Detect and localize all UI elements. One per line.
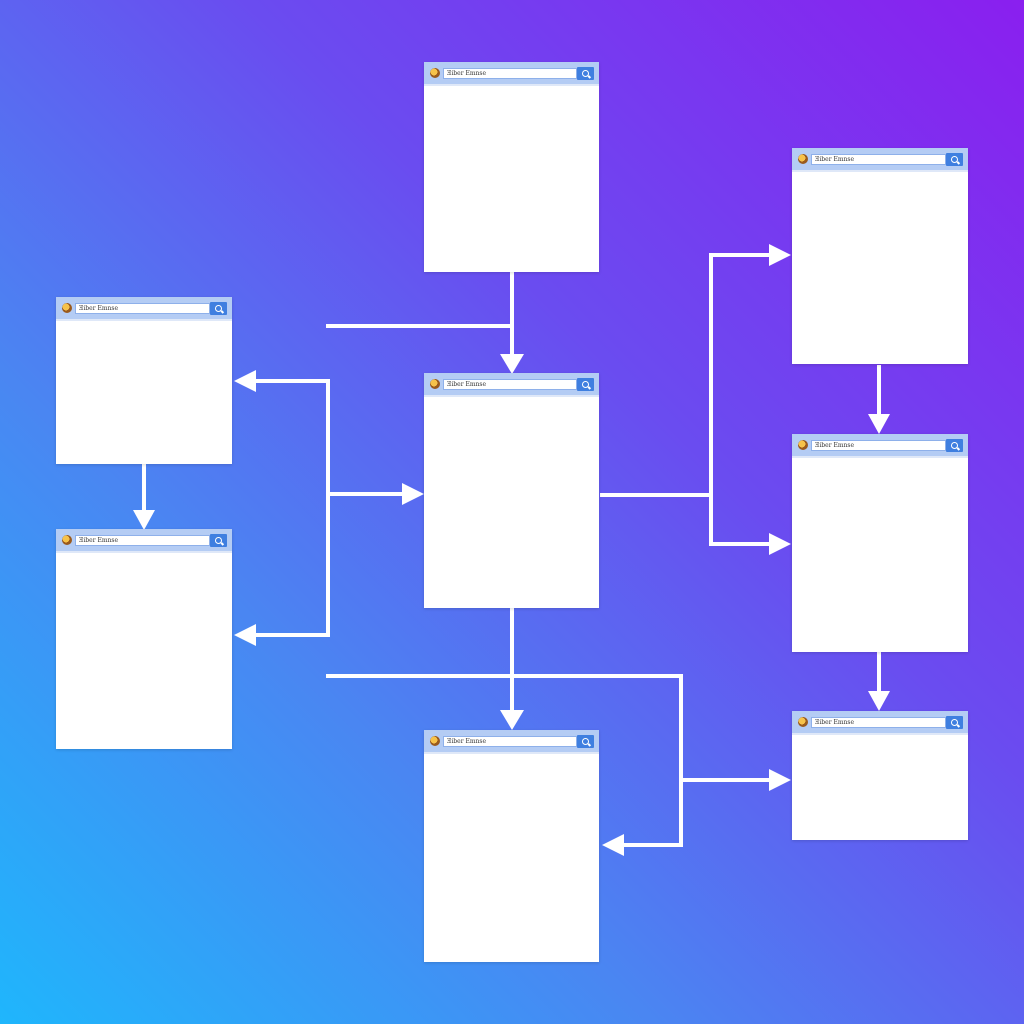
bird-favicon-icon bbox=[430, 736, 440, 746]
window-header: Ǝiber Emnse bbox=[56, 529, 232, 553]
window-header: Ǝiber Emnse bbox=[792, 711, 968, 735]
browser-window-right-bottom[interactable]: Ǝiber Emnse bbox=[792, 711, 968, 840]
search-input[interactable]: Ǝiber Emnse bbox=[811, 440, 946, 451]
browser-window-right-top[interactable]: Ǝiber Emnse bbox=[792, 148, 968, 364]
search-icon[interactable] bbox=[577, 378, 594, 391]
connector-lower-loop bbox=[326, 674, 683, 847]
search-icon[interactable] bbox=[210, 302, 227, 315]
window-header: Ǝiber Emnse bbox=[424, 62, 599, 86]
search-icon[interactable] bbox=[577, 735, 594, 748]
search-input[interactable]: Ǝiber Emnse bbox=[443, 736, 577, 747]
bird-favicon-icon bbox=[62, 535, 72, 545]
search-input[interactable]: Ǝiber Emnse bbox=[443, 68, 577, 79]
bird-favicon-icon bbox=[798, 154, 808, 164]
browser-window-right-middle[interactable]: Ǝiber Emnse bbox=[792, 434, 968, 652]
search-icon[interactable] bbox=[946, 153, 963, 166]
connector-center-to-right bbox=[600, 253, 772, 497]
bird-favicon-icon bbox=[430, 68, 440, 78]
search-input[interactable]: Ǝiber Emnse bbox=[811, 717, 946, 728]
search-icon[interactable] bbox=[946, 439, 963, 452]
arrowhead-icon bbox=[769, 769, 791, 791]
arrowhead-icon bbox=[769, 533, 791, 555]
arrowhead-icon bbox=[769, 244, 791, 266]
browser-window-left-upper[interactable]: Ǝiber Emnse bbox=[56, 297, 232, 464]
arrowhead-icon bbox=[500, 354, 524, 374]
arrowhead-icon bbox=[234, 370, 256, 392]
browser-window-left-lower[interactable]: Ǝiber Emnse bbox=[56, 529, 232, 749]
bird-favicon-icon bbox=[798, 440, 808, 450]
window-header: Ǝiber Emnse bbox=[424, 373, 599, 397]
window-header: Ǝiber Emnse bbox=[56, 297, 232, 321]
arrowhead-icon bbox=[868, 691, 890, 711]
arrowhead-icon bbox=[602, 834, 624, 856]
window-header: Ǝiber Emnse bbox=[792, 148, 968, 172]
connector-left-bus bbox=[254, 379, 330, 637]
search-icon[interactable] bbox=[946, 716, 963, 729]
search-input[interactable]: Ǝiber Emnse bbox=[75, 303, 210, 314]
arrowhead-icon bbox=[402, 483, 424, 505]
search-input[interactable]: Ǝiber Emnse bbox=[811, 154, 946, 165]
search-input[interactable]: Ǝiber Emnse bbox=[75, 535, 210, 546]
browser-window-bottom-center[interactable]: Ǝiber Emnse bbox=[424, 730, 599, 962]
window-header: Ǝiber Emnse bbox=[792, 434, 968, 458]
arrowhead-icon bbox=[234, 624, 256, 646]
bird-favicon-icon bbox=[430, 379, 440, 389]
search-icon[interactable] bbox=[577, 67, 594, 80]
browser-window-top-center[interactable]: Ǝiber Emnse bbox=[424, 62, 599, 272]
search-input[interactable]: Ǝiber Emnse bbox=[443, 379, 577, 390]
arrowhead-icon bbox=[500, 710, 524, 730]
bird-favicon-icon bbox=[798, 717, 808, 727]
bird-favicon-icon bbox=[62, 303, 72, 313]
window-header: Ǝiber Emnse bbox=[424, 730, 599, 754]
connector-right-branch-lower bbox=[709, 495, 772, 546]
search-icon[interactable] bbox=[210, 534, 227, 547]
browser-window-center[interactable]: Ǝiber Emnse bbox=[424, 373, 599, 608]
arrowhead-icon bbox=[133, 510, 155, 530]
arrowhead-icon bbox=[868, 414, 890, 434]
